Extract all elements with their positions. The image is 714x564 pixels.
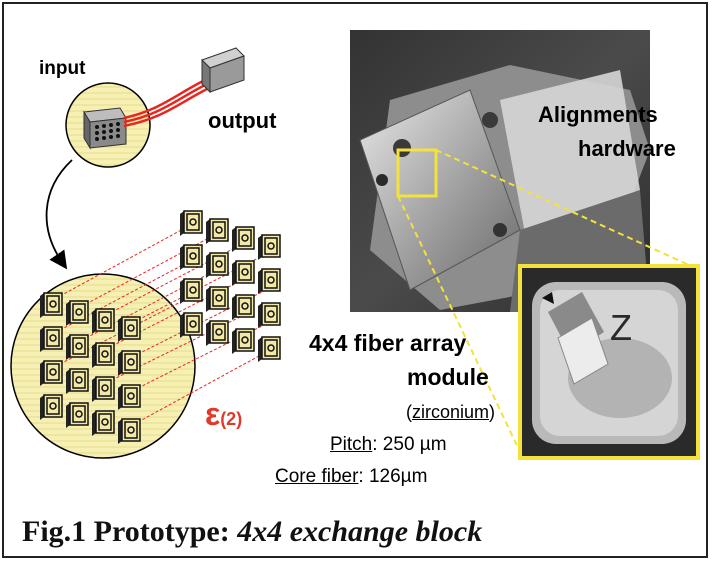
output-connector xyxy=(201,47,245,94)
fiber-cell xyxy=(180,312,203,338)
pitch-spec: Pitch: 250 µm xyxy=(330,434,447,455)
figure-caption: Fig.1 Prototype: 4x4 exchange block xyxy=(22,515,483,548)
fiber-cell xyxy=(206,320,229,346)
alignments-label-line2: hardware xyxy=(578,136,676,161)
fiber-cell xyxy=(118,384,141,410)
flow-arrow xyxy=(45,159,73,270)
fiber-cell xyxy=(206,218,229,244)
input-label: input xyxy=(39,58,86,79)
fiber-cell xyxy=(40,326,63,352)
fiber-cell xyxy=(40,394,63,420)
fiber-cell xyxy=(180,210,203,236)
material-note: (zirconium) xyxy=(406,402,496,422)
fiber-cell xyxy=(92,342,115,368)
fiber-cell xyxy=(118,418,141,444)
fiber-cable xyxy=(123,78,210,128)
fiber-array-output xyxy=(180,210,281,362)
fiber-cell xyxy=(40,360,63,386)
epsilon-label: ε(2) xyxy=(205,396,243,432)
fiber-cell xyxy=(40,292,63,318)
fiber-cell xyxy=(66,300,89,326)
fiber-cell xyxy=(258,336,281,362)
module-label-line2: module xyxy=(407,364,489,390)
fiber-cell xyxy=(180,244,203,270)
zoom-inset: Z xyxy=(518,264,700,460)
fiber-cell xyxy=(258,234,281,260)
fiber-cell xyxy=(232,260,255,286)
alignments-label-line1: Alignments xyxy=(538,102,658,127)
output-label: output xyxy=(208,108,277,133)
module-label-line1: 4x4 fiber array xyxy=(309,330,467,356)
fiber-array-input xyxy=(40,292,141,444)
input-connector xyxy=(83,107,127,150)
fiber-cell xyxy=(92,376,115,402)
fiber-cell xyxy=(66,334,89,360)
fiber-cell xyxy=(92,410,115,436)
fiber-cell xyxy=(66,402,89,428)
fiber-cell xyxy=(232,328,255,354)
fiber-cell xyxy=(180,278,203,304)
fiber-cell xyxy=(206,252,229,278)
fiber-cell xyxy=(232,226,255,252)
fiber-cell xyxy=(118,316,141,342)
inset-letter: Z xyxy=(610,307,632,348)
fiber-cell xyxy=(118,350,141,376)
core-fiber-spec: Core fiber: 126µm xyxy=(275,466,428,487)
fiber-cell xyxy=(92,308,115,334)
fiber-cell xyxy=(258,302,281,328)
fiber-cell xyxy=(206,286,229,312)
fiber-cell xyxy=(66,368,89,394)
fiber-cell xyxy=(232,294,255,320)
highlight-box xyxy=(396,148,438,198)
fiber-cell xyxy=(258,268,281,294)
